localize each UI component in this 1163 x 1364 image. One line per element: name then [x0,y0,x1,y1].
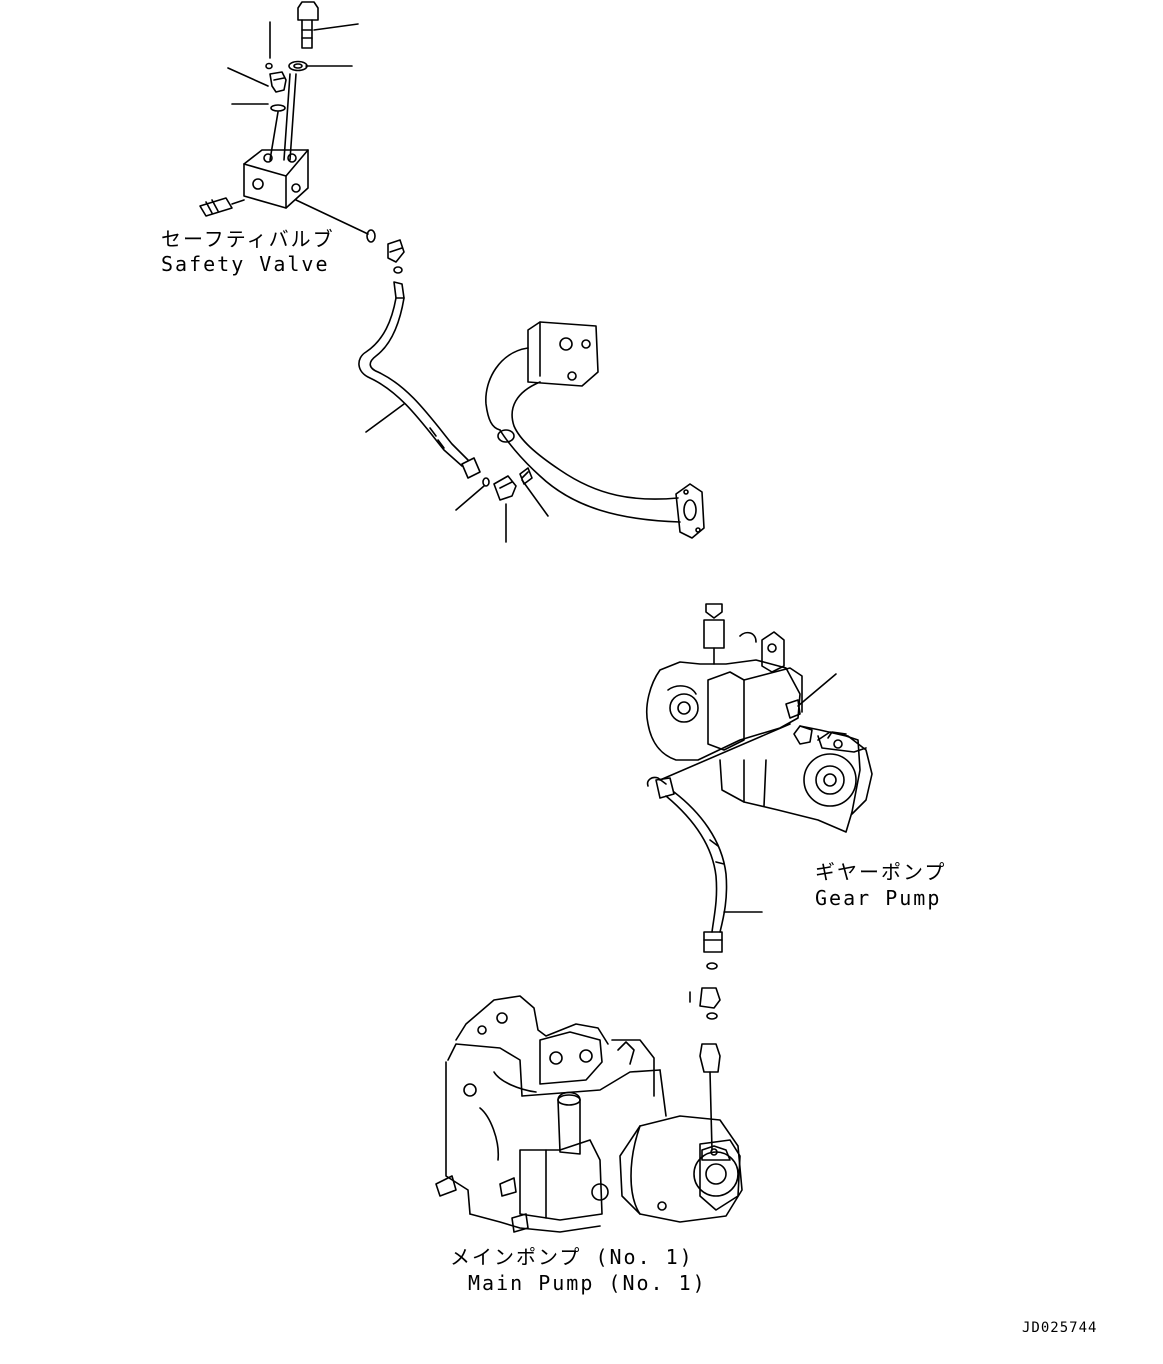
washer [288,60,308,72]
main-pump-label-en: Main Pump (No. 1) [468,1271,707,1295]
elbow-fitting [269,71,287,93]
suction-pipe [485,321,705,539]
o-ring [270,104,286,112]
relief-cartridge [199,197,245,217]
adapter [387,239,405,263]
valve-block [243,149,309,209]
gear-pump-label-jp: ギヤーポンプ [815,860,947,884]
safety-valve-assembly [199,1,405,274]
main-pump [435,995,743,1233]
main-pump-label-jp: メインポンプ (No. 1) [450,1245,694,1269]
lower-hose [646,776,763,953]
bolt [297,1,319,49]
safety-valve-label-jp: セーフティバルブ [161,227,335,251]
drawing-code: JD025744 [1022,1320,1098,1336]
safety-valve-label-en: Safety Valve [161,252,330,276]
upper-hose [358,281,481,479]
gear-pump [645,603,873,833]
lower-fittings [689,962,721,1151]
connector-fittings [455,467,549,543]
gear-pump-label-en: Gear Pump [815,886,942,910]
o-ring-small [265,62,273,70]
